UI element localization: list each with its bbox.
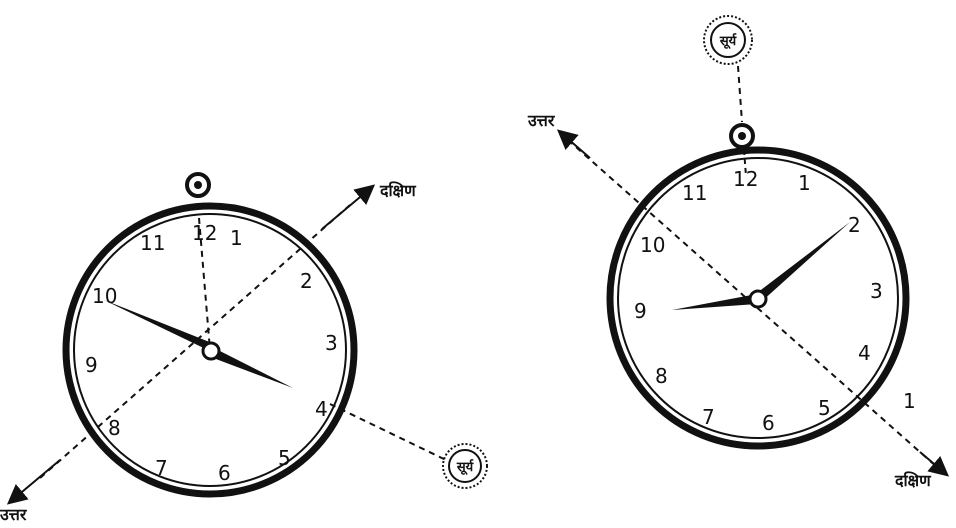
left-north-label: उत्तर	[0, 505, 28, 524]
right-num-5: 5	[818, 396, 831, 420]
left-num-2: 2	[300, 269, 313, 293]
left-clock: 1 2 3 4 5 6 7 8 9 10 11 12 दक्षिण उत्तर …	[0, 174, 487, 524]
right-outer-mark: 1	[903, 389, 916, 413]
left-hour-hand	[104, 300, 214, 353]
right-sun-label: सूर्य	[719, 33, 737, 49]
left-num-1: 1	[230, 226, 243, 250]
right-num-10: 10	[640, 233, 665, 257]
left-num-10: 10	[92, 284, 117, 308]
right-clock: 1 2 3 4 5 6 7 8 9 10 11 12 1 उत्तर दक्षि…	[527, 16, 946, 490]
left-north-arrow	[10, 460, 60, 502]
right-num-9: 9	[634, 299, 647, 323]
right-num-3: 3	[870, 279, 883, 303]
right-num-8: 8	[655, 364, 668, 388]
left-south-label: दक्षिण	[379, 181, 417, 200]
left-sun-label: सूर्य	[456, 459, 474, 475]
left-num-8: 8	[108, 416, 121, 440]
left-num-9: 9	[85, 353, 98, 377]
left-center-pin	[203, 343, 219, 359]
right-north-label: उत्तर	[527, 111, 556, 130]
left-south-arrow	[322, 187, 372, 229]
right-hanging-ring-center	[738, 132, 746, 140]
right-num-2: 2	[848, 213, 861, 237]
right-center-pin	[750, 291, 766, 307]
right-num-1: 1	[798, 171, 811, 195]
left-num-7: 7	[155, 456, 168, 480]
left-num-12: 12	[192, 221, 217, 245]
right-sun-line	[738, 66, 742, 122]
left-num-5: 5	[278, 446, 291, 470]
right-north-arrow	[560, 132, 590, 158]
left-num-3: 3	[325, 331, 338, 355]
right-num-4: 4	[858, 341, 871, 365]
right-minute-hand	[753, 222, 850, 302]
left-num-4: 4	[315, 397, 328, 421]
right-sun: सूर्य	[704, 16, 752, 64]
left-sun: सूर्य	[443, 444, 487, 488]
left-minute-hand	[208, 346, 293, 388]
left-num-6: 6	[218, 461, 231, 485]
right-south-label: दक्षिण	[894, 471, 932, 490]
right-num-7: 7	[702, 405, 715, 429]
right-num-11: 11	[682, 181, 707, 205]
right-num-12: 12	[733, 167, 758, 191]
left-sun-line	[330, 404, 446, 460]
left-hanging-ring-center	[194, 181, 202, 189]
left-num-11: 11	[140, 231, 165, 255]
right-num-6: 6	[762, 411, 775, 435]
